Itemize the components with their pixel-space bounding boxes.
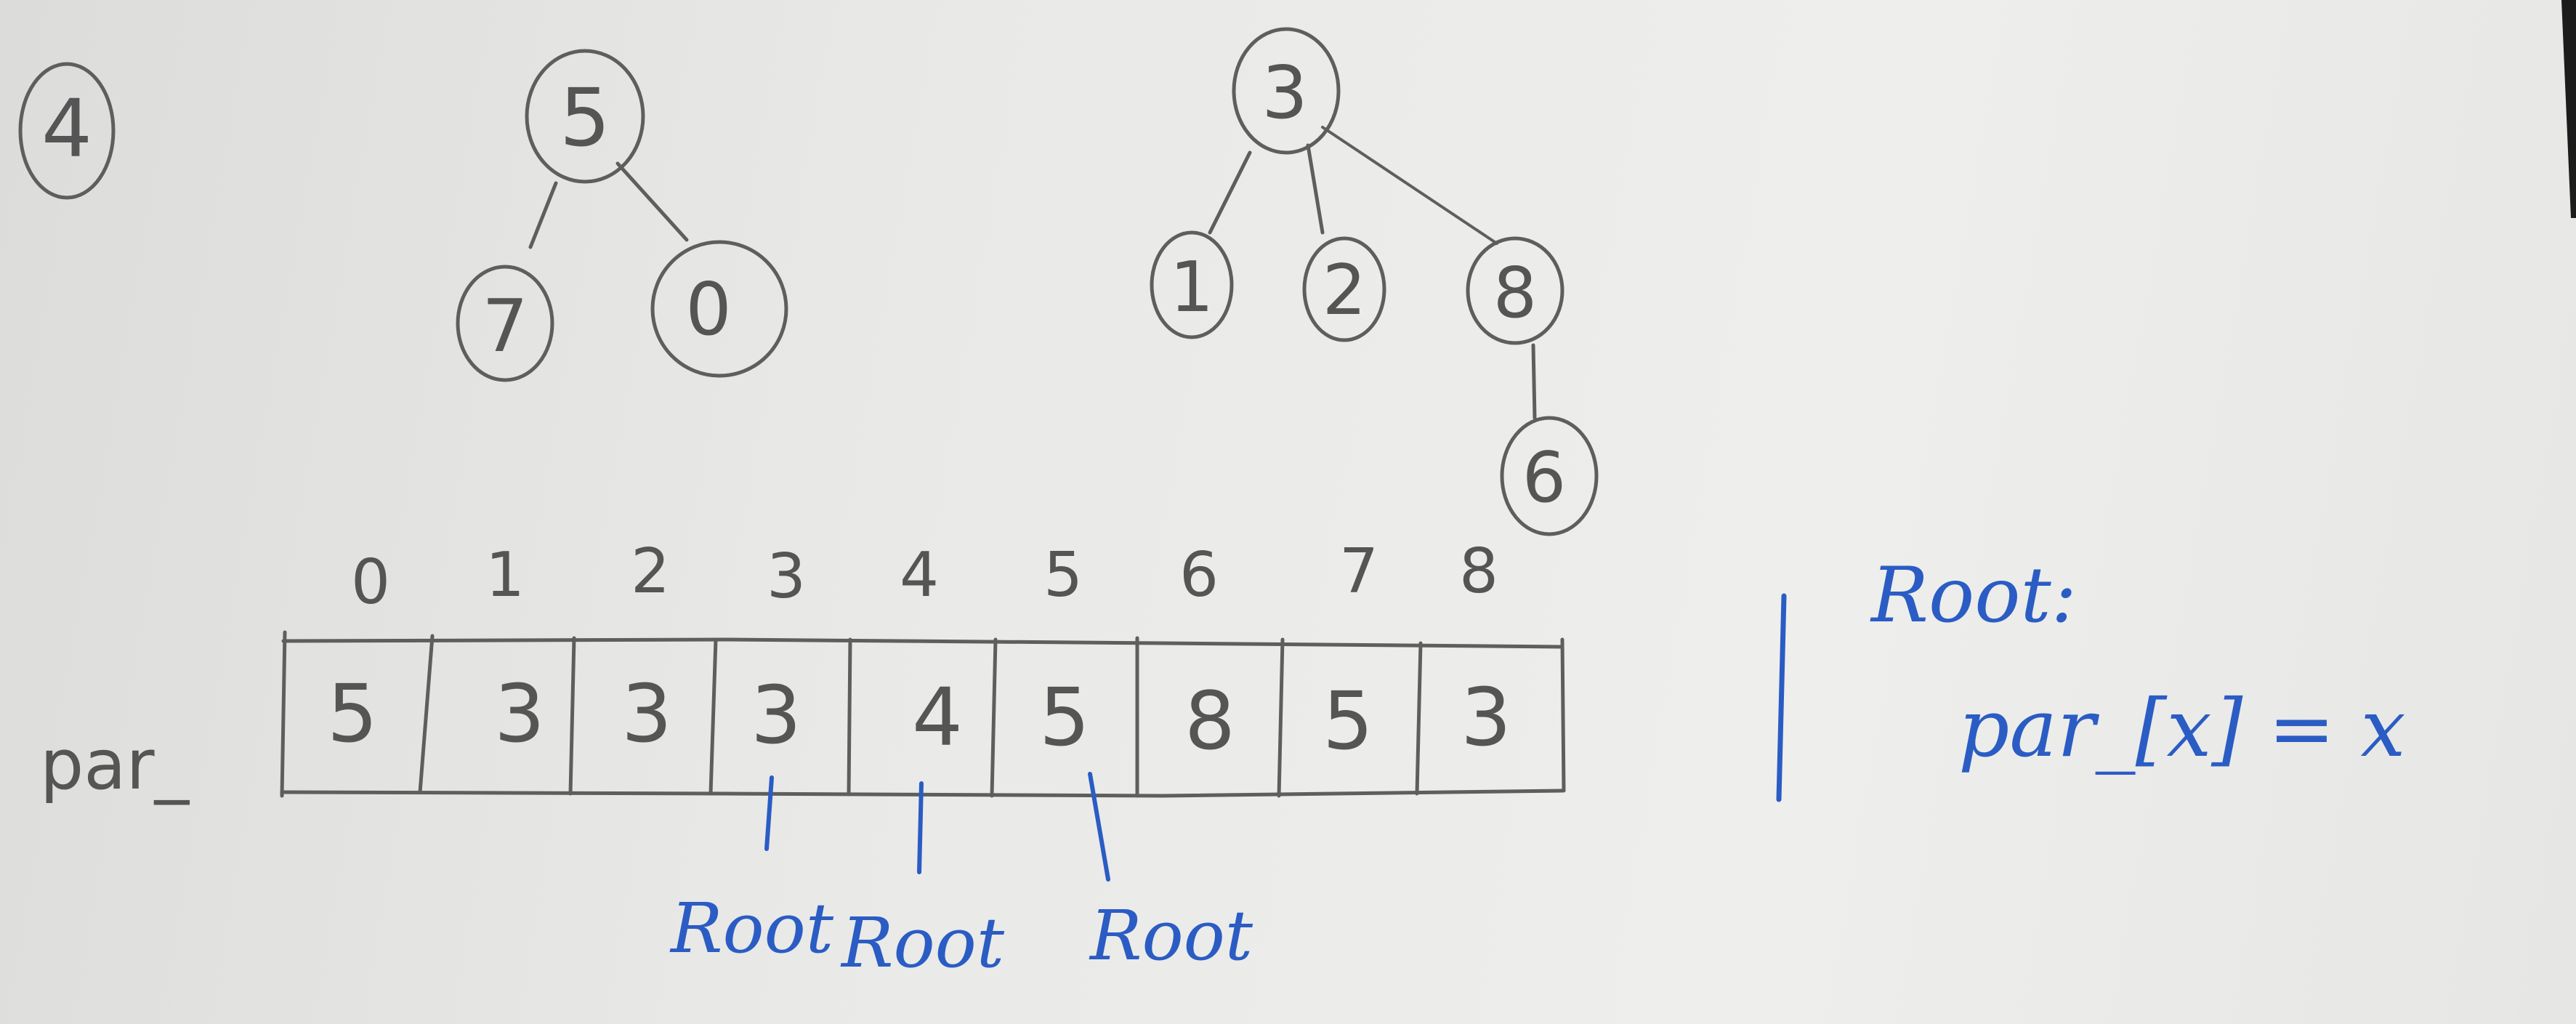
tree-2-child-2-circle [1302,236,1386,342]
tree-2-child-1-circle [1150,230,1234,339]
array-value-7: 5 [1323,674,1373,767]
array-top-border [281,637,1564,649]
tree-1-root-label: 5 [560,71,610,164]
array-index-1: 1 [485,539,525,611]
tree-2-root-circle [1232,27,1341,155]
array-divider-5 [990,637,998,798]
tree-2-edge-2 [1306,143,1325,235]
array-name-label: par_ [40,725,190,805]
note-separator-bar [1776,593,1787,802]
array-divider-0 [280,630,287,798]
array-index-4: 4 [900,539,939,611]
note-heading: Root: [1870,551,2077,640]
array-divider-1 [418,634,435,794]
tree-2-child-3-circle [1466,236,1564,345]
problem-number-circle [18,62,116,200]
array-divider-3 [708,637,718,796]
problem-number-label: 4 [41,82,92,175]
root-marker-tick-1 [764,775,774,851]
array-value-0: 5 [327,667,378,760]
array-indices: 0 1 2 3 4 5 6 7 8 [351,536,1498,618]
array-index-2: 2 [631,536,670,608]
array-divider-2 [568,636,576,796]
tree-2-root-label: 3 [1261,50,1308,135]
root-marker-tick-3 [1088,772,1110,882]
tree-2: 3 1 2 8 6 [1150,27,1599,536]
array-value-4: 4 [912,671,963,764]
array-value-6: 8 [1184,674,1235,767]
tree-1-child-2-circle [650,240,788,378]
root-marker-tick-2 [917,781,924,874]
array-bottom-border [280,789,1564,798]
array-value-8: 3 [1461,671,1511,764]
problem-number: 4 [18,62,116,200]
array-index-6: 6 [1179,539,1219,611]
array-value-2: 3 [621,667,672,760]
parent-array: par_ 0 1 2 3 4 5 6 7 8 [40,536,1566,805]
tree-2-grandchild-circle [1500,416,1599,536]
tree-2-child-3-label: 8 [1493,254,1537,334]
tree-1-edge-left [528,181,558,249]
tree-1-root-node: 5 [525,49,645,184]
array-divider-9 [1560,637,1566,793]
photo-edge [2561,0,2576,218]
tree-2-child-2-label: 2 [1323,251,1366,331]
array-value-5: 5 [1039,671,1090,764]
array-index-8: 8 [1459,536,1498,608]
tree-1-child-node-1: 7 [456,265,554,382]
tree-1-root-circle [525,49,645,184]
tree-2-child-1-label: 1 [1170,248,1214,328]
array-index-0: 0 [351,547,390,618]
tree-2-grandchild-label: 6 [1522,438,1566,518]
tree-2-edge-3 [1321,126,1498,245]
array-index-5: 5 [1043,539,1083,611]
tree-1: 5 7 0 [456,49,788,382]
root-marker-label-2: Root [840,903,1005,983]
root-definition-note: Root: par_[x] = x [1776,551,2406,802]
tree-1-child-node-2: 0 [650,240,788,378]
tree-2-grandchild-node: 6 [1500,416,1599,536]
array-box [280,630,1566,798]
tree-2-edge-4 [1531,343,1537,420]
array-value-3: 3 [751,669,802,762]
root-marker-label-3: Root [1089,896,1253,976]
array-value-1: 3 [494,667,545,760]
array-divider-8 [1415,641,1423,796]
tree-2-child-node-3: 8 [1466,236,1564,345]
tree-1-child-1-circle [456,265,554,382]
tree-1-edge-right [615,161,689,242]
tree-1-child-2-label: 0 [685,267,732,352]
array-index-7: 7 [1339,536,1378,608]
tree-1-child-1-label: 7 [482,283,528,368]
tree-2-root-node: 3 [1232,27,1341,155]
array-divider-4 [847,637,852,797]
root-marker-label-1: Root [669,889,834,969]
note-formula: par_[x] = x [1958,682,2406,775]
array-divider-7 [1277,637,1285,798]
tree-2-edge-1 [1208,150,1252,235]
tree-2-child-node-2: 2 [1302,236,1386,342]
array-values: 5 3 3 3 4 5 8 5 3 [327,667,1511,767]
array-index-3: 3 [767,541,806,613]
root-markers: Root Root Root [669,772,1253,983]
tree-2-child-node-1: 1 [1150,230,1234,339]
